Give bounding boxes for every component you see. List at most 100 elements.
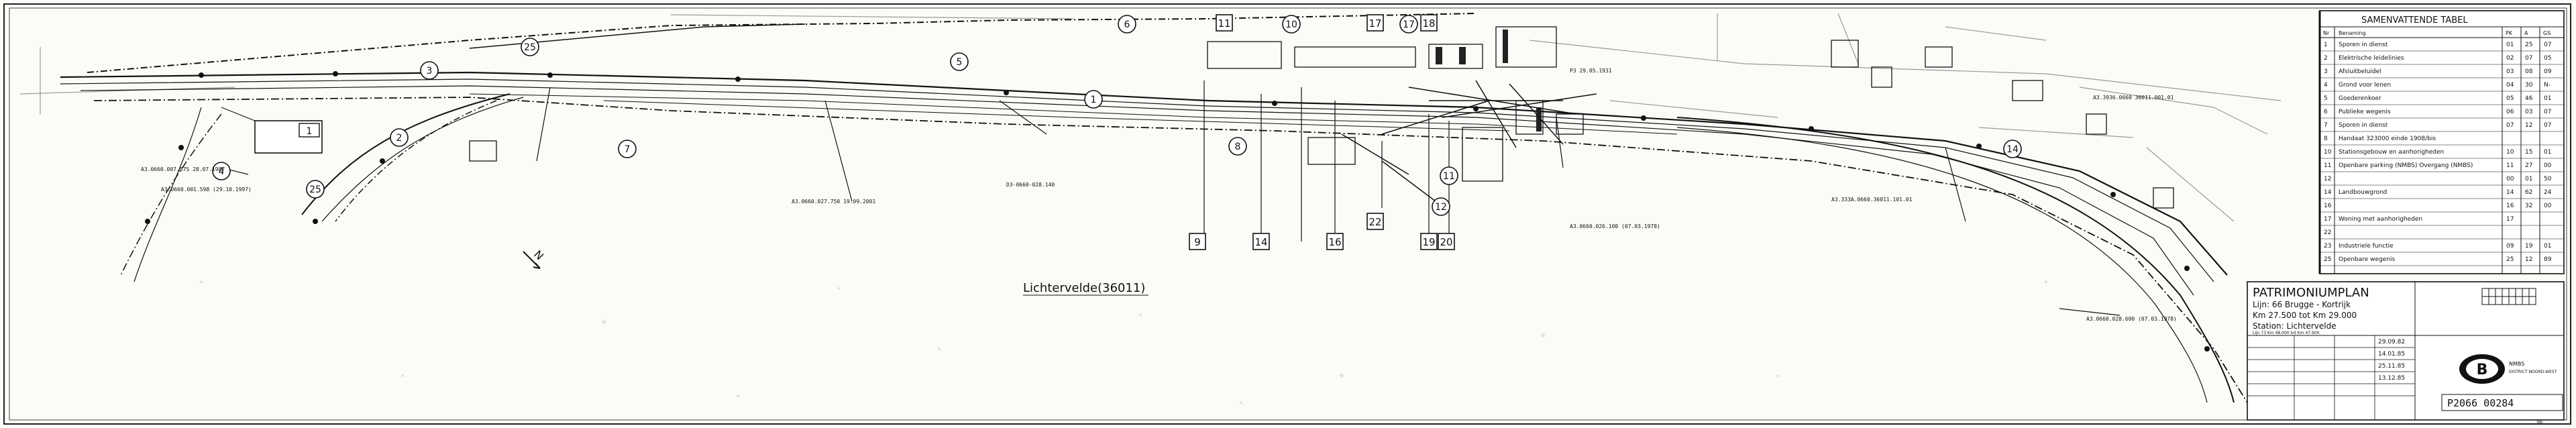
summary-cell-b: 03: [2525, 109, 2532, 115]
background-parcels: [19, 13, 2282, 222]
summary-cell-a: 06: [2506, 109, 2514, 115]
branch-curve-inner: [321, 97, 524, 222]
summary-cell-c: 24: [2544, 189, 2552, 196]
summary-cell-desc: Sporen in dienst: [2339, 122, 2388, 129]
box-marker-10-label: 11: [1218, 17, 1230, 30]
summary-cell-b: 15: [2525, 149, 2532, 156]
summary-cell-b: 30: [2525, 82, 2533, 89]
box-marker-17-label: 17: [1368, 17, 1381, 30]
summary-cell-nr: 1: [2324, 42, 2328, 48]
boxed-markers: 9 14 16 19 20 22 11 17 18 1: [254, 14, 1455, 250]
summary-cell-desc: Industriele functie: [2339, 243, 2394, 250]
south-curve-inner: [1676, 127, 2208, 403]
summary-cell-nr: 6: [2324, 109, 2328, 115]
box-marker-19-label: 19: [1422, 236, 1435, 248]
summary-cell-desc: Sporen in dienst: [2339, 42, 2388, 48]
north-arrow-label: N: [531, 248, 546, 262]
summary-cell-desc: Openbare wegenis: [2339, 256, 2396, 263]
title-date-1: 29.09.82: [2378, 339, 2405, 345]
summary-cell-b: 01: [2525, 176, 2532, 182]
summary-cell-a: 01: [2506, 42, 2514, 48]
circle-marker-25b: 25: [309, 184, 321, 195]
summary-cell-a: 02: [2506, 55, 2514, 62]
summary-cell-c: 07: [2544, 122, 2551, 129]
summary-cell-a: 00: [2506, 176, 2514, 182]
summary-cell-b: 46: [2525, 95, 2533, 102]
box-marker-20-label: 20: [1440, 236, 1452, 248]
summary-cell-a: 11: [2506, 162, 2514, 169]
callout-i: P3 29.05.1931: [1570, 68, 1612, 74]
plan-number: P2066 00284: [2447, 397, 2514, 409]
summary-cell-c: 07: [2544, 42, 2551, 48]
track-line-5: [603, 100, 1510, 131]
summary-header-desc: Benaming: [2339, 30, 2366, 36]
circled-markers: 1 2 3 4 5 6 7 8 10 11 12 14 17 25 25: [212, 15, 2022, 216]
sheet-border: [3, 3, 2571, 425]
summary-cell-nr: 25: [2324, 256, 2331, 263]
box-marker-18-label: 18: [1422, 17, 1435, 30]
summary-cell-nr: 14: [2324, 189, 2332, 196]
title-nmbs: NMBS: [2509, 361, 2524, 367]
box-marker-16: [1326, 233, 1344, 250]
summary-cell-c: 50: [2544, 176, 2552, 182]
circle-marker-14: 14: [2006, 144, 2019, 155]
box-marker-18: [1420, 14, 1438, 32]
left-boundary-line: [120, 113, 222, 276]
station-hub: [1341, 80, 1597, 202]
summary-cell-nr: 8: [2324, 136, 2328, 142]
summary-cell-desc: Stationsgebouw en aanhorigheden: [2339, 149, 2444, 156]
summary-cell-nr: 3: [2324, 68, 2328, 75]
survey-points: [145, 71, 2210, 352]
summary-header-c: GS: [2543, 30, 2551, 36]
summary-cell-desc: Publieke wegenis: [2339, 109, 2391, 115]
box-marker-1: [299, 123, 320, 138]
track-line-1: [60, 71, 2228, 276]
summary-cell-b: 32: [2525, 203, 2532, 209]
north-arrow: N: [523, 248, 546, 269]
box-marker-19: [1420, 233, 1438, 250]
branch-boundary-line: [335, 100, 497, 222]
summary-header-b: A: [2524, 30, 2528, 36]
summary-cell-desc: Elektrische leidelinies: [2339, 55, 2404, 62]
summary-cell-b: 62: [2525, 189, 2532, 196]
summary-cell-c: 09: [2544, 68, 2552, 75]
summary-cell-desc: Handaat 323000 einde 1908/bis: [2339, 136, 2436, 142]
summary-cell-c: 05: [2544, 55, 2551, 62]
title-block-station: Station: Lichtervelde: [2253, 321, 2337, 331]
summary-cell-nr: 2: [2324, 55, 2328, 62]
callout-b: A3.0660.001.598 (29.10.1997): [161, 186, 252, 193]
upper-boundary-line: [87, 13, 1477, 73]
summary-cell-c: 01: [2544, 95, 2551, 102]
box-marker-1-label: 1: [307, 126, 313, 137]
title-district: DISTRICT NOORD-WEST: [2509, 370, 2557, 374]
title-block-sub: Lijn 73 Km 48.000 tot Km 47.900: [2253, 331, 2320, 335]
title-block-km: Km 27.500 tot Km 29.000: [2253, 311, 2357, 320]
sheet-inner-border: [9, 7, 2567, 421]
callout-a: A3.0660.007.875 28.07.1987: [141, 166, 225, 172]
summary-header-a: PK: [2506, 30, 2513, 36]
lower-boundary-line: [93, 97, 2248, 403]
scan-noise: [200, 280, 2047, 404]
callout-labels: A3.0660.007.875 28.07.1987 A3.0660.001.5…: [141, 68, 2177, 322]
summary-cell-c: 01: [2544, 243, 2551, 250]
summary-cell-nr: 17: [2324, 216, 2331, 223]
summary-cell-nr: 16: [2324, 203, 2332, 209]
circle-marker-3: 3: [427, 66, 433, 76]
summary-cell-desc: Afsluitbeluidel: [2339, 68, 2381, 75]
station-hatching: [1436, 30, 1542, 131]
station-label: Lichtervelde(36011): [1023, 281, 1145, 295]
left-branch: [133, 107, 202, 282]
summary-cell-desc: Landbouwgrond: [2339, 189, 2387, 196]
summary-cell-a: 17: [2506, 216, 2514, 223]
summary-cell-nr: 23: [2324, 243, 2331, 250]
summary-cell-a: 03: [2506, 68, 2514, 75]
summary-cell-a: 07: [2506, 122, 2514, 129]
summary-cell-nr: 5: [2324, 95, 2328, 102]
circle-marker-1: 1: [1091, 95, 1097, 105]
summary-table-title: SAMENVATTENDE TABEL: [2361, 15, 2468, 25]
box-marker-22-label: 22: [1368, 216, 1381, 228]
summary-cell-nr: 4: [2324, 82, 2328, 89]
track-line-2: [60, 78, 2214, 282]
